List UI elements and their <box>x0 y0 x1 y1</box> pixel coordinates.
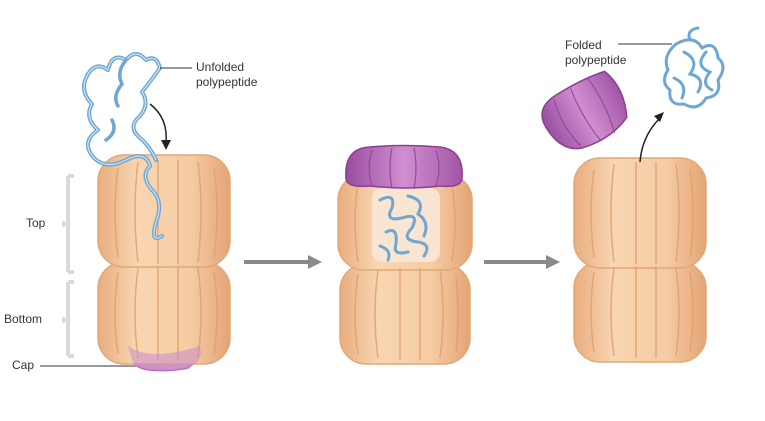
chaperonin-released <box>534 28 723 362</box>
insertion-arrow <box>150 104 166 142</box>
top-cap <box>346 146 462 189</box>
top-label: Top <box>26 216 45 231</box>
folded-label: Folded polypeptide <box>565 38 626 68</box>
released-cap <box>534 67 636 160</box>
unfolded-label: Unfolded polypeptide <box>196 60 257 90</box>
unfolded-label-line-2: polypeptide <box>196 75 257 90</box>
folded-label-line-1: Folded <box>565 38 626 53</box>
bottom-bracket <box>62 282 74 356</box>
top-bracket <box>62 176 74 272</box>
bottom-label: Bottom <box>4 312 42 327</box>
cap-label: Cap <box>12 358 34 373</box>
chaperonin-capped <box>338 146 472 365</box>
exit-arrow <box>640 118 660 162</box>
folded-label-line-2: polypeptide <box>565 53 626 68</box>
process-arrow-1 <box>244 255 322 269</box>
chaperonin-unbound <box>84 54 230 371</box>
unfolded-label-line-1: Unfolded <box>196 60 257 75</box>
process-arrow-2 <box>484 255 560 269</box>
folded-polypeptide <box>664 28 723 107</box>
